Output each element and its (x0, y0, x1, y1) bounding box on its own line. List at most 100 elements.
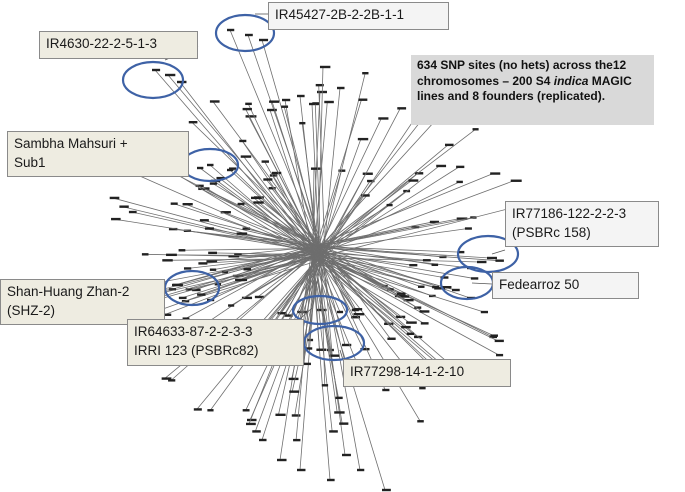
tree-branch (240, 203, 319, 248)
leaf-label-mark (178, 296, 187, 300)
callout-sambha-mahsuri: Sambha Mahsuri + Sub1 (7, 131, 189, 177)
leaf-label-mark (362, 172, 373, 175)
leaf-label-mark (289, 390, 300, 393)
tree-branch (134, 173, 321, 257)
tree-branch (256, 202, 314, 247)
leaf-label-mark (239, 139, 247, 143)
leaf-label-mark (111, 217, 121, 221)
tree-branch (231, 168, 314, 247)
tree-branch (311, 255, 425, 324)
founder-highlight-circle (121, 60, 185, 100)
leaf-label-mark (297, 468, 306, 472)
leaf-label-mark (472, 128, 479, 131)
callout-connector (491, 249, 506, 255)
tree-branch (253, 197, 313, 248)
tree-branch (245, 108, 323, 259)
leaf-label-mark (452, 288, 460, 292)
leaf-label-mark (178, 249, 186, 252)
tree-branch (239, 233, 319, 248)
callout-ir77298: IR77298-14-1-2-10 (343, 359, 511, 387)
leaf-label-mark (192, 288, 201, 292)
leaf-label-mark (250, 196, 262, 200)
leaf-label-mark (234, 253, 242, 256)
leaf-label-mark (324, 100, 334, 104)
tree-branch (201, 256, 314, 264)
founder-highlight-circle (214, 13, 276, 53)
leaf-label-mark (293, 438, 301, 442)
leaf-label-mark (417, 420, 424, 423)
leaf-label-mark (470, 277, 479, 280)
callout-connector (471, 282, 493, 285)
leaf-label-mark (378, 117, 389, 120)
leaf-label-mark (261, 160, 269, 163)
leaf-label-mark (259, 38, 269, 42)
tree-branch (317, 255, 347, 367)
callout-shz-line1: Shan-Huang Zhan-2 (7, 284, 130, 299)
tree-branch (313, 258, 484, 313)
leaf-label-mark (339, 422, 349, 425)
tree-branch (191, 121, 325, 251)
leaf-label-mark (408, 179, 419, 182)
callout-ir77186-line1: IR77186-122-2-2-3 (512, 206, 627, 221)
leaf-label-mark (305, 347, 313, 350)
tree-branch (314, 257, 436, 288)
leaf-label-mark (310, 167, 322, 170)
tree-branch (164, 252, 325, 316)
leaf-label-mark (246, 422, 256, 426)
leaf-label-mark (321, 384, 329, 387)
leaf-label-mark (252, 430, 261, 433)
tree-branch (321, 108, 401, 257)
leaf-label-mark (386, 203, 393, 207)
tree-branch (198, 185, 323, 247)
leaf-label-mark (182, 203, 193, 206)
leaf-label-mark (367, 179, 375, 183)
leaf-label-mark (242, 107, 252, 111)
leaf-label-mark (414, 172, 424, 175)
leaf-label-mark (170, 202, 178, 205)
leaf-label-mark (300, 362, 311, 366)
founder-highlight-circle (302, 324, 366, 362)
leaf-label-mark (242, 409, 250, 412)
leaf-label-mark (401, 325, 411, 329)
leaf-label-mark (259, 438, 267, 442)
tree-branch (318, 85, 325, 246)
leaf-label-mark (406, 332, 415, 336)
leaf-label-mark (165, 73, 176, 77)
leaf-label-mark (414, 306, 422, 309)
leaf-label-mark (417, 285, 425, 288)
tree-branch (314, 103, 321, 246)
leaf-label-mark (334, 411, 345, 414)
leaf-label-mark (209, 268, 217, 271)
leaf-label-mark (429, 220, 440, 224)
callout-sambha-line1: Sambha Mahsuri + (14, 136, 128, 151)
callout-ir77298-label: IR77298-14-1-2-10 (350, 364, 465, 379)
leaf-label-mark (208, 251, 217, 255)
leaf-label-mark (297, 94, 305, 98)
callout-shz-line2: (SHZ-2) (7, 303, 55, 318)
leaf-label-mark (480, 310, 489, 314)
leaf-label-mark (396, 292, 406, 295)
tree-branch (229, 29, 322, 252)
callout-ir45427-label: IR45427-2B-2-2B-1-1 (275, 7, 405, 22)
leaf-label-mark (329, 354, 340, 357)
callout-ir77186-line2: (PSBRc 158) (512, 225, 591, 240)
leaf-label-mark (490, 334, 498, 337)
leaf-label-mark (228, 304, 235, 307)
info-box: 634 SNP sites (no hets) across the12 chr… (411, 55, 654, 125)
leaf-label-mark (245, 33, 253, 37)
leaf-label-mark (207, 409, 214, 412)
leaf-label-mark (119, 205, 129, 208)
leaf-label-mark (240, 155, 252, 158)
leaf-label-mark (284, 314, 293, 317)
callout-ir4630-label: IR4630-22-2-5-1-3 (46, 36, 158, 51)
leaf-label-mark (237, 202, 245, 206)
leaf-label-mark (166, 253, 177, 257)
founder-highlight-circle (291, 294, 349, 326)
leaf-label-mark (168, 288, 176, 291)
leaf-label-mark (236, 232, 248, 235)
tree-branch (175, 244, 322, 286)
leaf-label-mark (128, 210, 137, 214)
leaf-label-mark (362, 72, 369, 75)
leaf-label-mark (188, 121, 198, 124)
leaf-label-mark (275, 413, 286, 417)
